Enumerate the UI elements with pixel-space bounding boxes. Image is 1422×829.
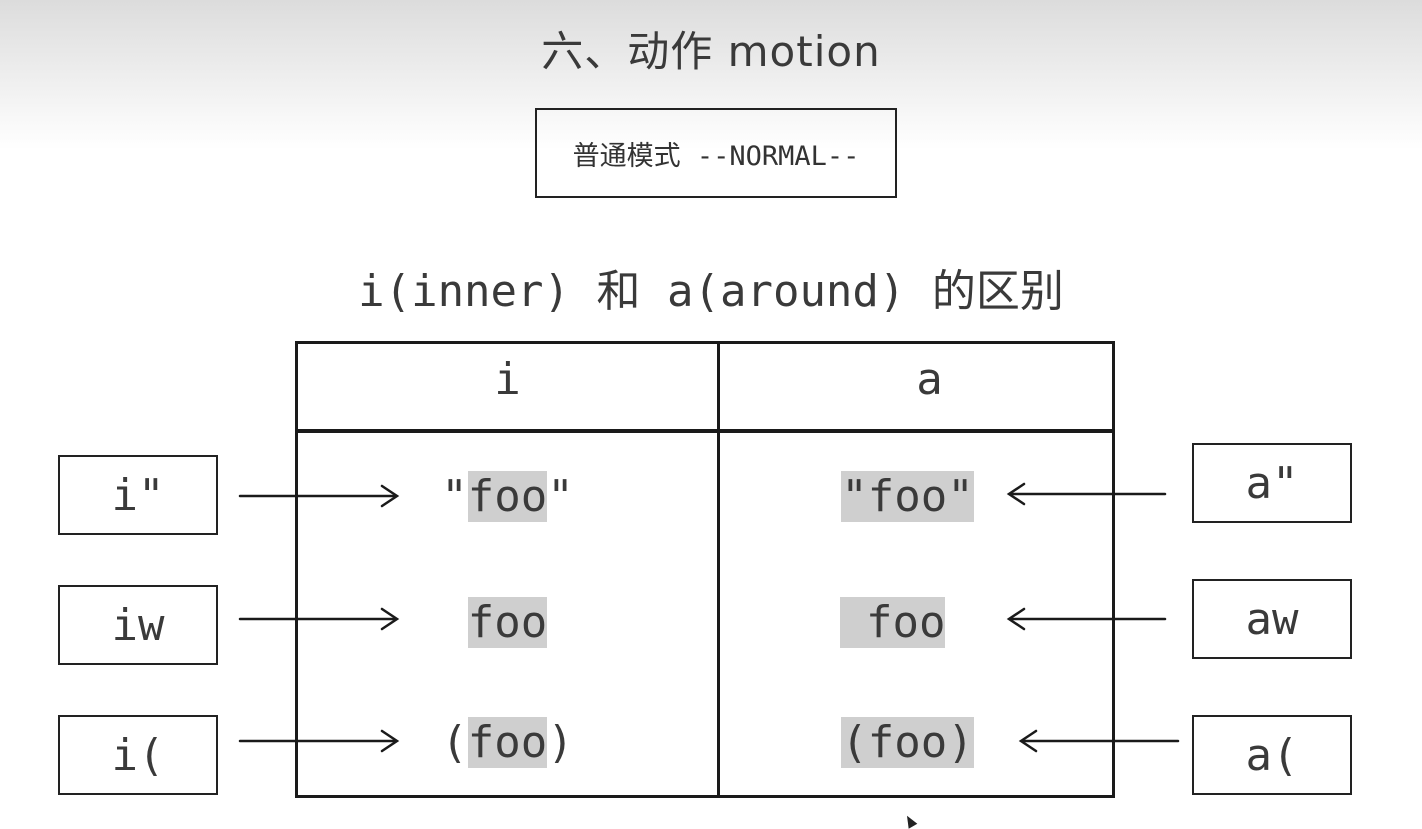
table-column-divider <box>717 344 720 795</box>
comparison-table: i a "foo" "foo" foo foo (foo) (foo) <box>295 341 1115 798</box>
slide-title: 六、动作 motion <box>541 27 881 76</box>
key-box-around-paren: a( <box>1192 715 1352 795</box>
key-box-inner-word: iw <box>58 585 218 665</box>
selected-text: foo <box>467 471 548 522</box>
selected-text: foo <box>467 717 548 768</box>
column-header-inner: i <box>494 354 521 405</box>
section-subtitle: i(inner) 和 a(around) 的区别 <box>358 266 1064 317</box>
selected-text: "foo" <box>841 471 974 522</box>
key-box-inner-quote: i" <box>58 455 218 535</box>
selected-text: foo <box>839 597 946 648</box>
inner-cell-word: foo <box>298 597 717 648</box>
around-cell-quote: "foo" <box>698 471 1117 522</box>
inner-cell-paren: (foo) <box>298 717 717 768</box>
table-header-divider <box>298 429 1112 433</box>
selected-text: foo <box>467 597 548 648</box>
selected-text: (foo) <box>841 717 974 768</box>
inner-cell-quote: "foo" <box>298 471 717 522</box>
cell-prefix: " <box>441 471 468 522</box>
cell-suffix: " <box>547 471 574 522</box>
key-box-around-word: aw <box>1192 579 1352 659</box>
cell-prefix: ( <box>441 717 468 768</box>
mouse-cursor-icon <box>902 813 918 829</box>
mode-indicator-box: 普通模式 --NORMAL-- <box>535 108 897 198</box>
around-cell-word: foo <box>683 597 1102 648</box>
cell-suffix: ) <box>547 717 574 768</box>
column-header-around: a <box>916 354 943 405</box>
around-cell-paren: (foo) <box>698 717 1117 768</box>
key-box-around-quote: a" <box>1192 443 1352 523</box>
key-box-inner-paren: i( <box>58 715 218 795</box>
